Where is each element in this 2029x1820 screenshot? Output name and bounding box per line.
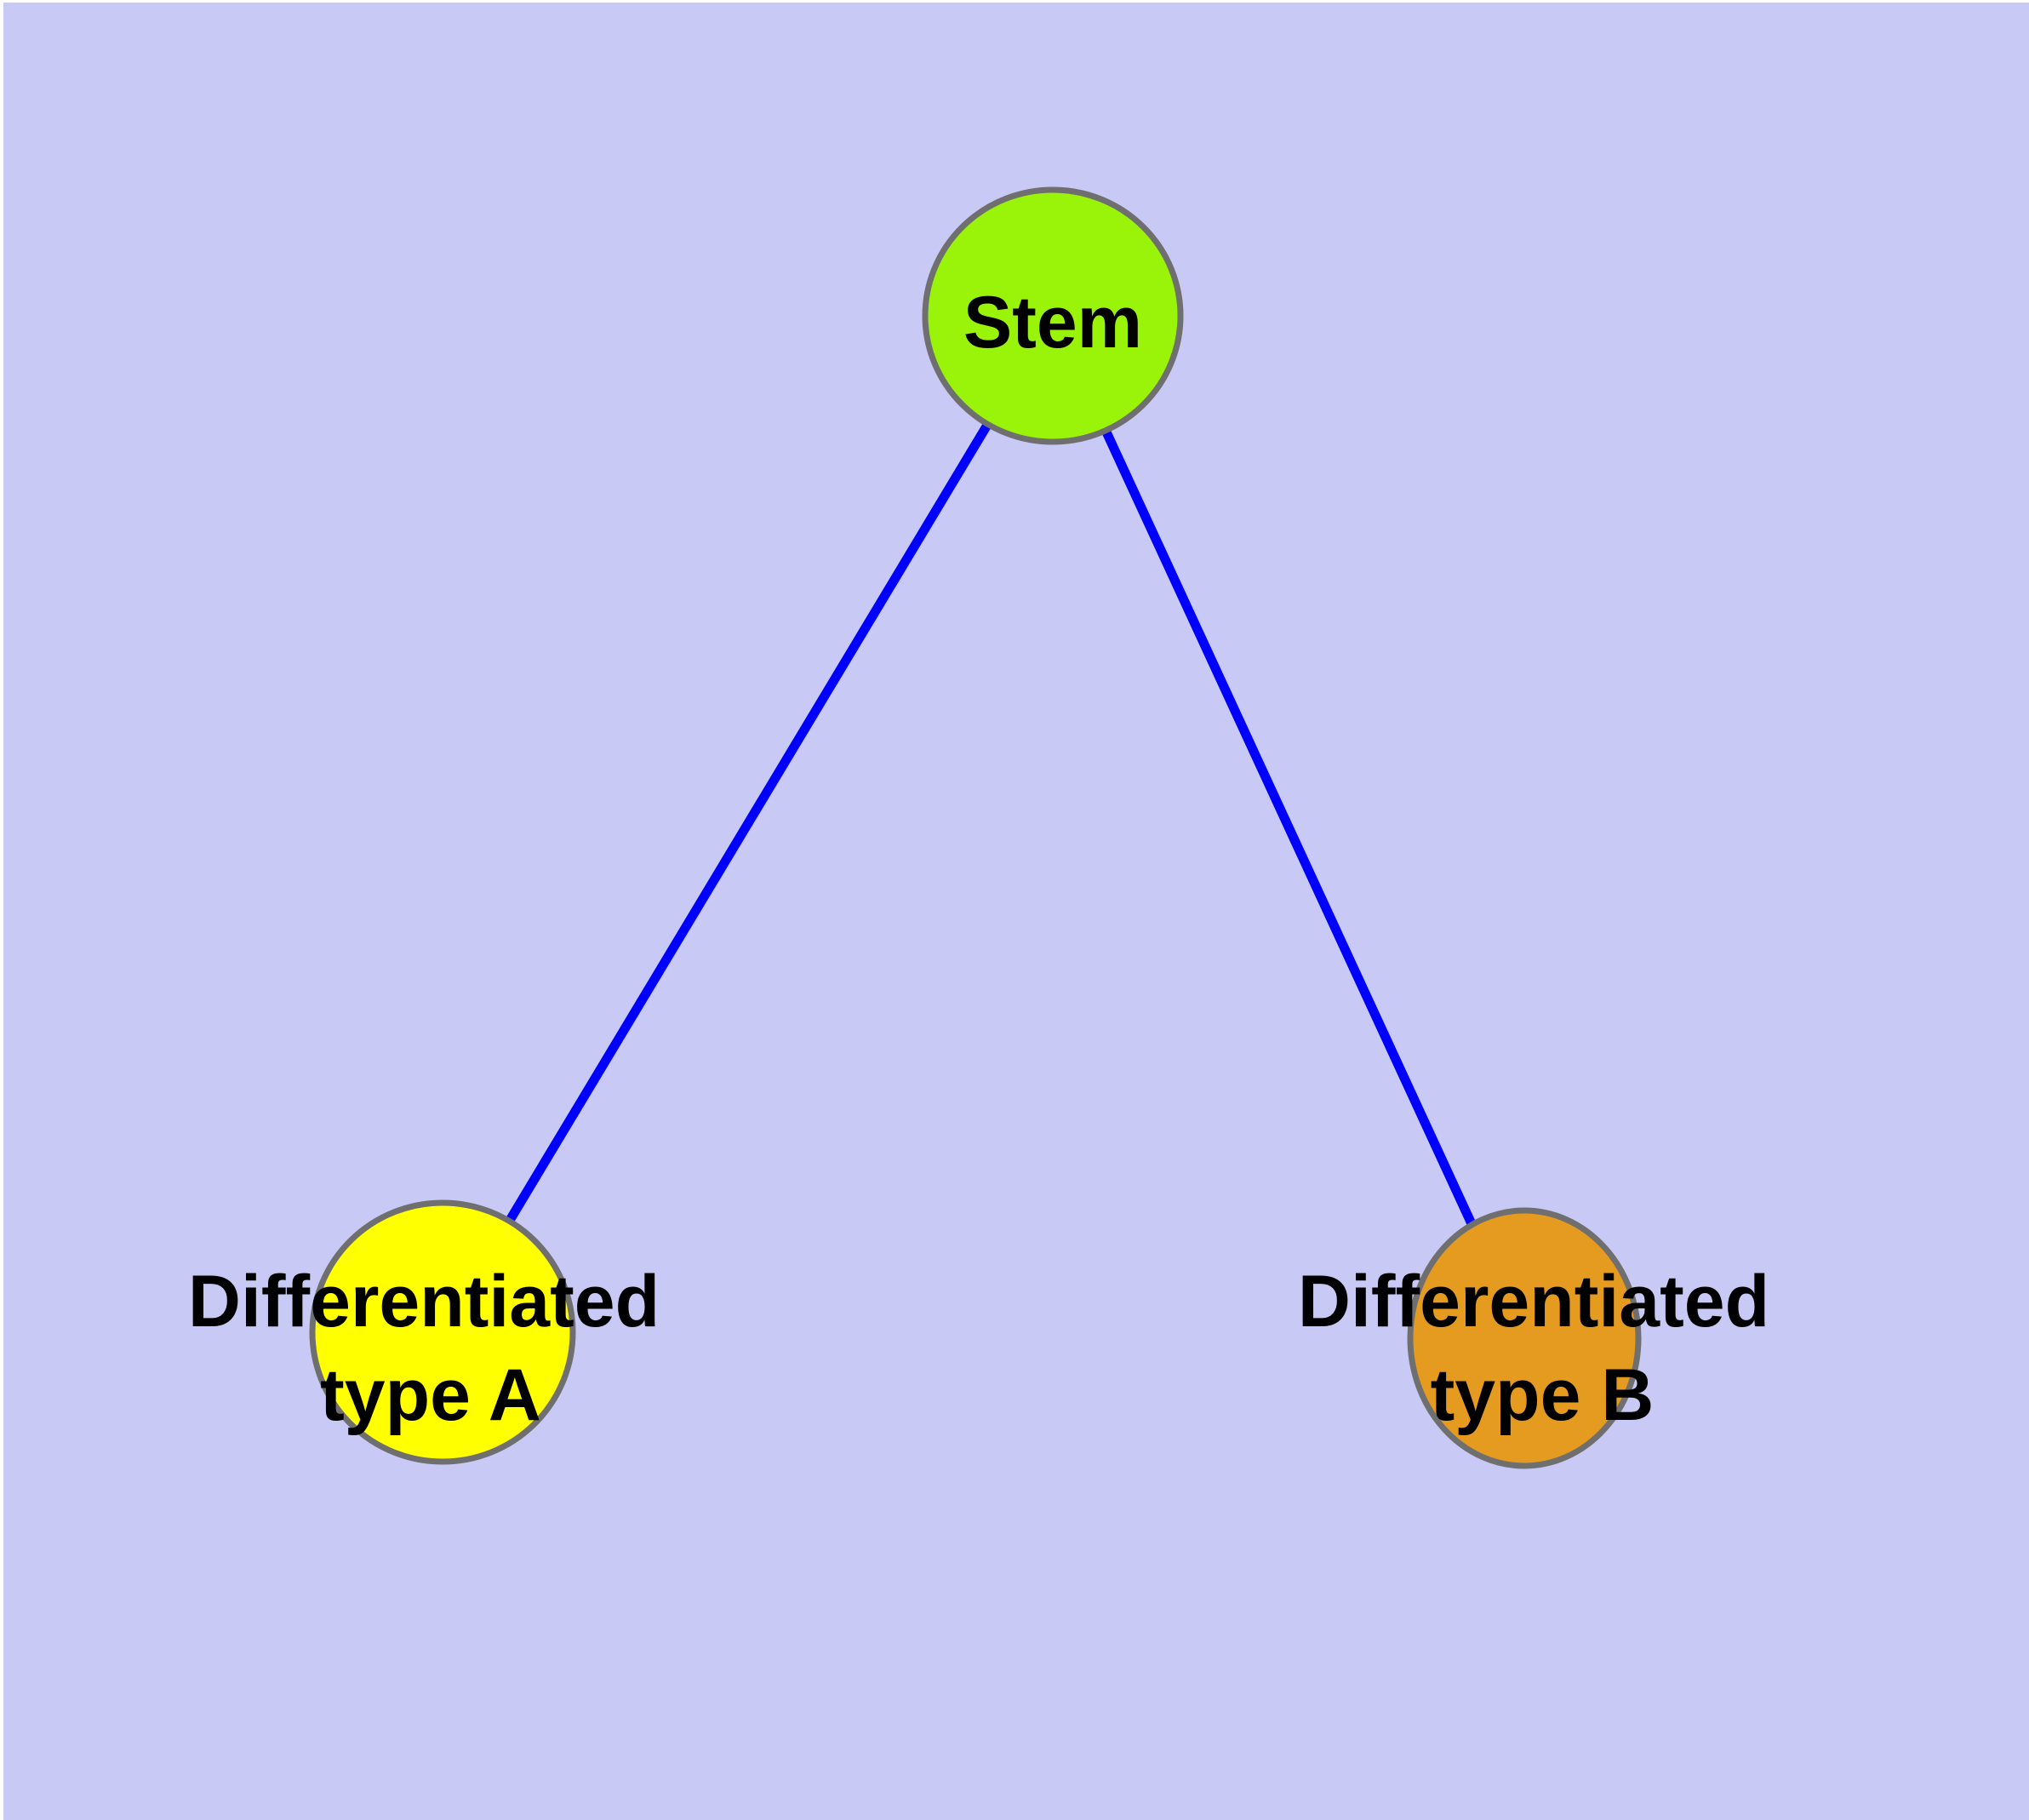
node-type-b-label-line1: Differentiated (1298, 1261, 1769, 1342)
node-stem (922, 186, 1184, 445)
node-stem-label: Stem (963, 282, 1142, 363)
node-type-a (309, 1199, 576, 1465)
edge-stem-to-type-a (438, 313, 1057, 1335)
node-type-b-label-line2: type B (1431, 1354, 1655, 1436)
edge-stem-to-type-b (1049, 313, 1529, 1341)
node-type-a-label-line2: type A (320, 1354, 541, 1436)
node-type-a-label-line1: Differentiated (188, 1261, 660, 1342)
node-type-b (1407, 1207, 1642, 1469)
